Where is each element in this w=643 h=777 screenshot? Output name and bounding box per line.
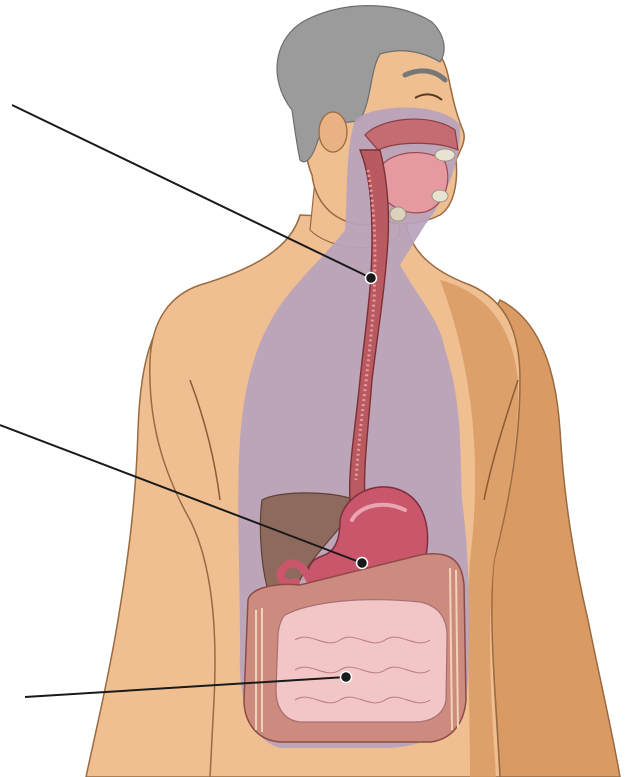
hyoid <box>390 207 406 221</box>
teeth-lower <box>432 190 448 202</box>
teeth-upper <box>435 149 455 161</box>
small-intestine <box>276 600 447 722</box>
leader-dot-stomach <box>357 558 368 569</box>
tongue <box>380 153 448 213</box>
ear <box>319 112 347 152</box>
leader-dot-intestines <box>341 672 352 683</box>
leader-dot-esophagus <box>366 273 377 284</box>
